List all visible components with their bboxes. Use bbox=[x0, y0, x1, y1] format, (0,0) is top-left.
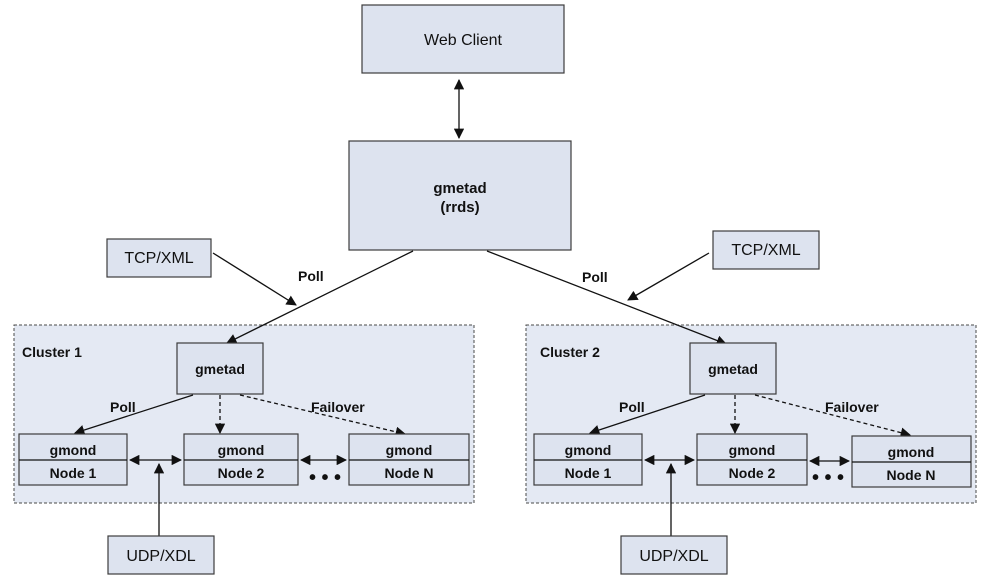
udp-xdl-left-label: UDP/XDL bbox=[126, 548, 195, 565]
cluster-2-poll-line bbox=[589, 394, 706, 436]
cluster-2-failover-line bbox=[754, 394, 912, 438]
gmetad-main-sublabel: (rrds) bbox=[440, 199, 479, 216]
cluster-1-node-1-bottom: Node 1 bbox=[50, 465, 97, 481]
gmetad-main-box bbox=[348, 140, 572, 251]
cluster-2-node-n-top: gmond bbox=[888, 444, 935, 460]
udp-xdl-right-box bbox=[620, 535, 728, 575]
cluster-2-gmetad-box bbox=[689, 342, 777, 395]
tcp-xml-right-pointer bbox=[627, 252, 710, 301]
tcp-xml-left-box bbox=[106, 238, 212, 278]
cluster-2-title: Cluster 2 bbox=[540, 344, 600, 360]
cluster-1-node-1-top: gmond bbox=[50, 442, 97, 458]
tcp-xml-left-pointer bbox=[212, 252, 297, 306]
poll-line-cluster-2 bbox=[486, 250, 727, 346]
udp-xdl-right-label: UDP/XDL bbox=[639, 548, 708, 565]
web-client-box bbox=[361, 4, 565, 74]
gmetad-main-label: gmetad bbox=[433, 180, 486, 197]
cluster-2-node-2-bottom: Node 2 bbox=[729, 465, 776, 481]
cluster-1-poll-line bbox=[74, 394, 194, 436]
cluster-1-node-n-top: gmond bbox=[386, 442, 433, 458]
cluster-1-failover-line bbox=[239, 394, 407, 437]
cluster-2-ellipsis: • • • bbox=[812, 467, 844, 489]
tcp-xml-right-label: TCP/XML bbox=[731, 242, 800, 259]
cluster-2-gmetad-label: gmetad bbox=[708, 361, 758, 377]
cluster-2-node-1-bottom: Node 1 bbox=[565, 465, 612, 481]
poll-label-right: Poll bbox=[582, 269, 608, 285]
tcp-xml-right-box bbox=[712, 230, 820, 270]
poll-label-left: Poll bbox=[298, 268, 324, 284]
web-client-label: Web Client bbox=[424, 32, 503, 49]
tcp-xml-left-label: TCP/XML bbox=[124, 250, 193, 267]
cluster-1-failover-label: Failover bbox=[311, 399, 365, 415]
cluster-1-node-2-top: gmond bbox=[218, 442, 265, 458]
cluster-1-gmetad-label: gmetad bbox=[195, 361, 245, 377]
poll-line-cluster-1 bbox=[226, 250, 414, 344]
cluster-2-node-n-bottom: Node N bbox=[887, 467, 936, 483]
cluster-2-node-2-top: gmond bbox=[729, 442, 776, 458]
cluster-1-title: Cluster 1 bbox=[22, 344, 82, 360]
udp-xdl-left-box bbox=[107, 535, 215, 575]
cluster-1-node-n-bottom: Node N bbox=[385, 465, 434, 481]
cluster-2-poll-label: Poll bbox=[619, 399, 645, 415]
cluster-1-ellipsis: • • • bbox=[309, 467, 341, 489]
cluster-2-failover-label: Failover bbox=[825, 399, 879, 415]
cluster-1-poll-label: Poll bbox=[110, 399, 136, 415]
cluster-1-gmetad-box bbox=[176, 342, 264, 395]
cluster-2-node-1-top: gmond bbox=[565, 442, 612, 458]
cluster-1-node-2-bottom: Node 2 bbox=[218, 465, 265, 481]
